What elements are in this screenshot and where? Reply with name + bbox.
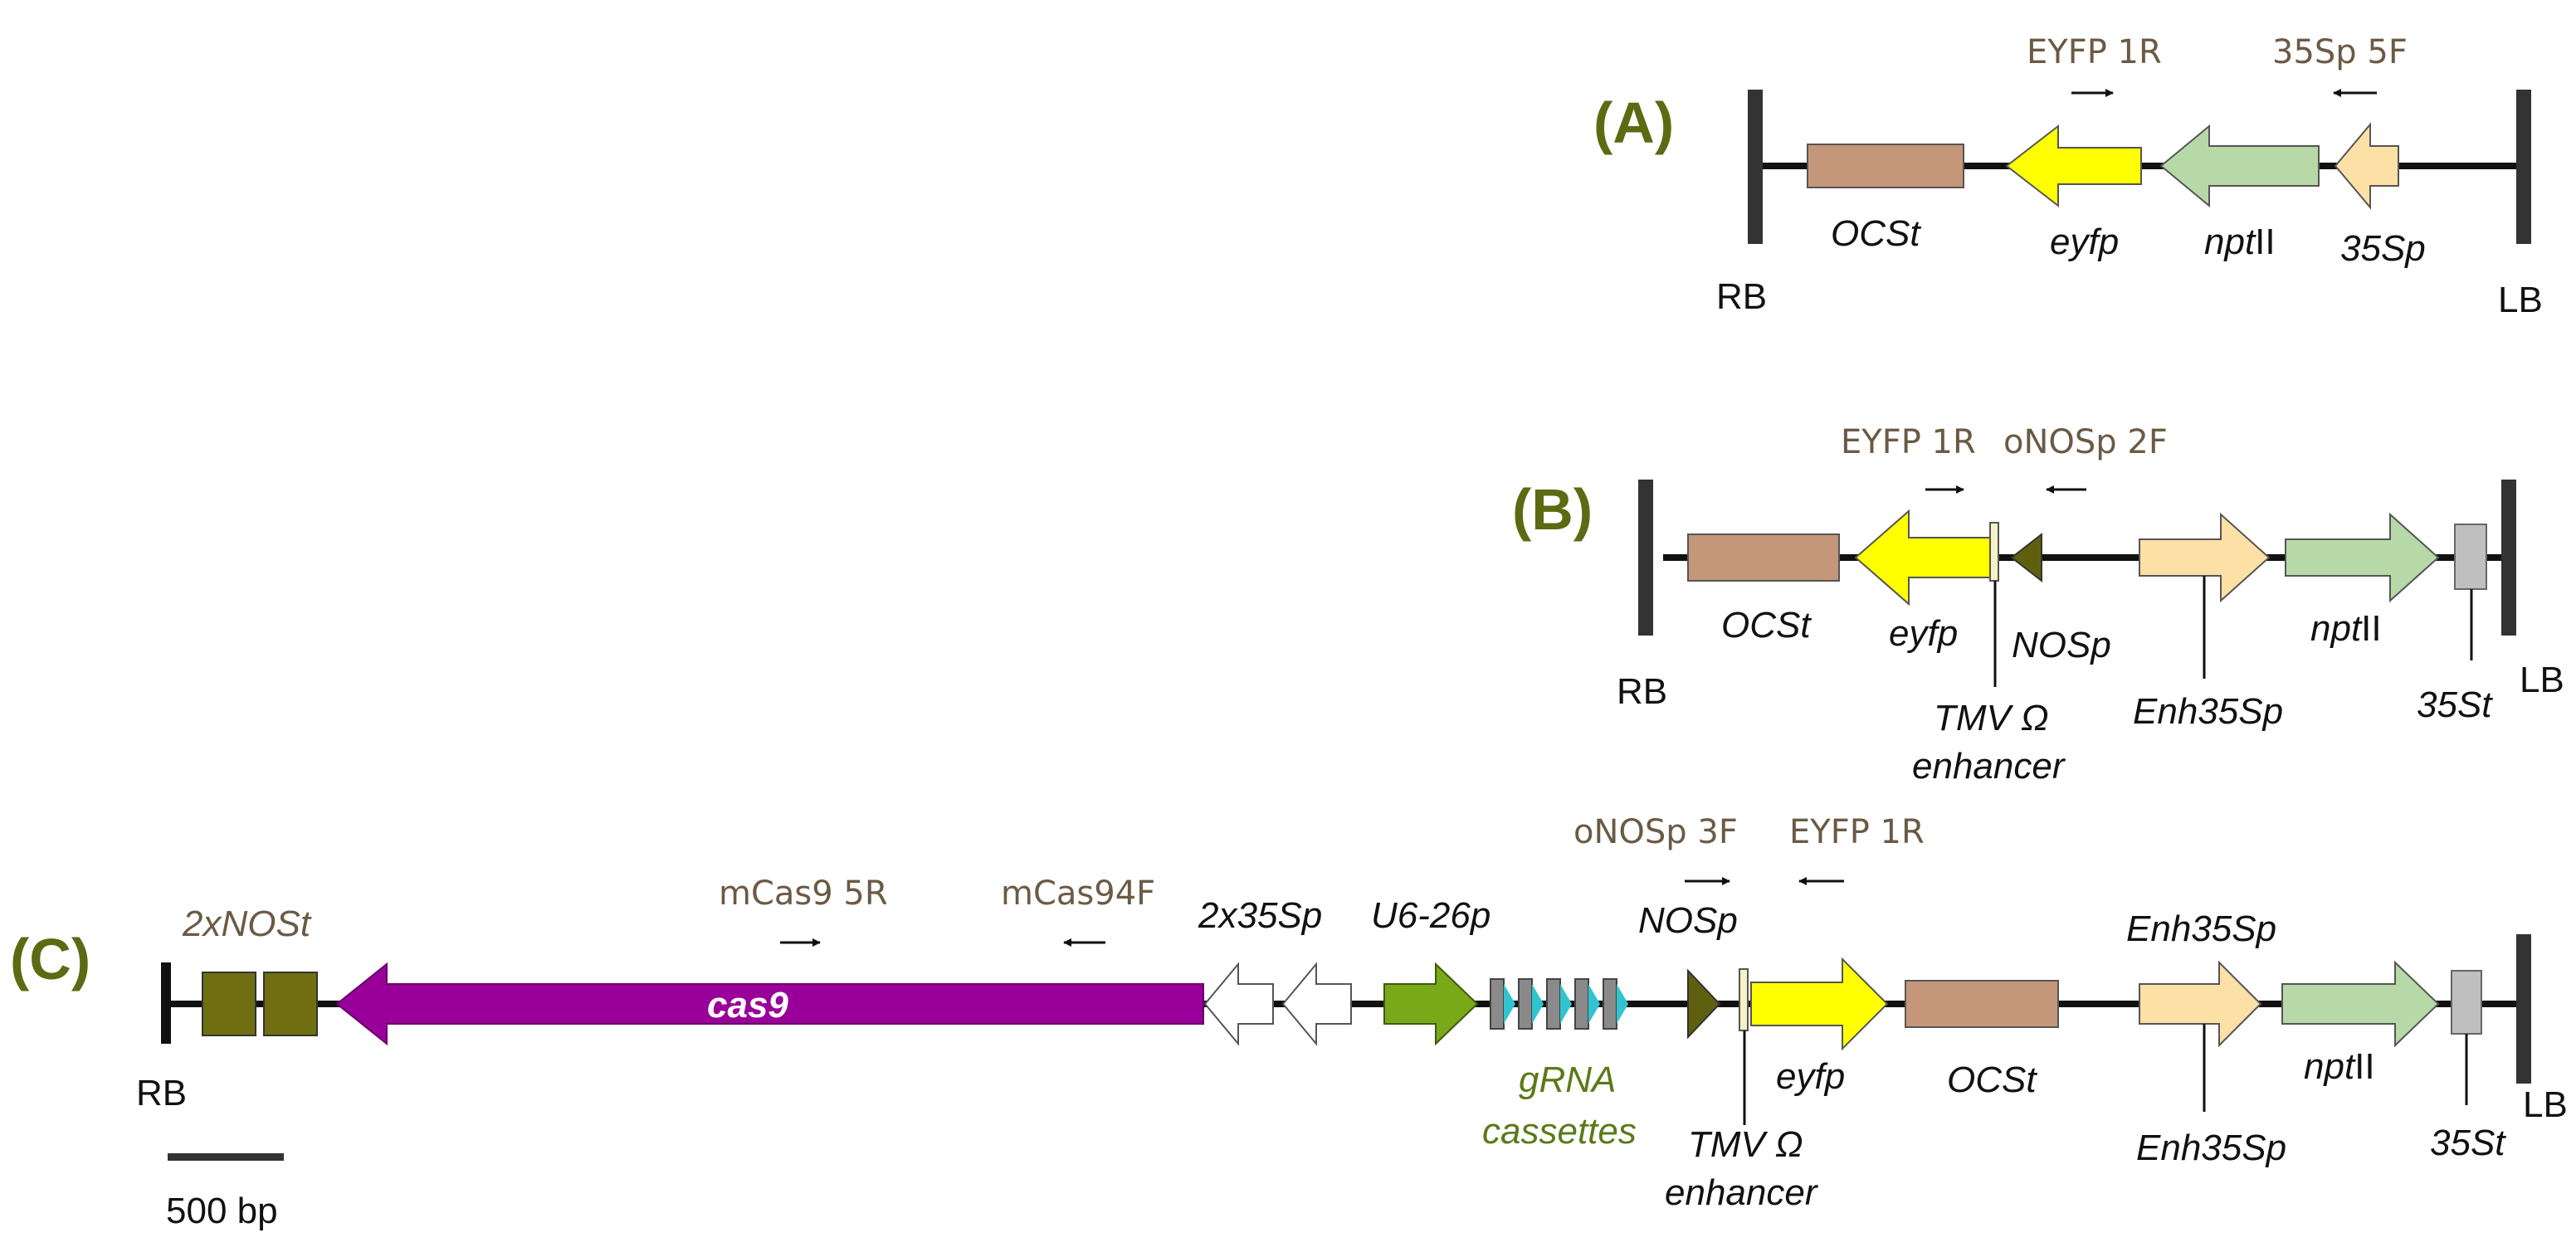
panel-b-tmv-label-2: enhancer [1912,746,2066,787]
panel-c-tmv-label-2: enhancer [1665,1172,1819,1213]
panel-c-2x35sp-arrow-1 [1203,962,1274,1046]
panel-c-2x35sp-arrow-2 [1281,962,1352,1046]
grna-block [1546,978,1561,1030]
panel-b-eyfp-arrow [1854,509,1991,607]
panel-b-label: (B) [1512,477,1593,542]
panel-b-nosp-label: NOSp [2012,625,2111,665]
panel-b-rb-label: RB [1617,671,1667,712]
panel-b-tmv-label-1: TMV Ω [1934,698,2049,738]
panel-a-nptii-label: nptII [2204,222,2276,262]
panel-a-rb-border [1748,90,1763,244]
panel-a-nptii-arrow [2159,124,2320,208]
grna-arrow [1504,984,1515,1024]
panel-b-eyfp-label: eyfp [1889,613,1958,654]
panel-c-enh35sp-bottom-label: Enh35Sp [2136,1128,2286,1168]
panel-a-ocst-box [1807,144,1964,188]
panel-c-grna-cassettes [1490,978,1628,1030]
panel-c-primer-eyfp-1r: EYFP 1R [1789,813,1925,851]
panel-b-35st-label: 35St [2417,684,2493,725]
panel-b-nptii-arrow [2285,512,2440,603]
panel-b: (B) EYFP 1R oNOSp 2F OCSt eyfp NOSp TMV … [1512,423,2564,787]
panel-c-tmv-box [1739,968,1749,1031]
panel-c-label: (C) [10,927,90,991]
panel-c-enh35sp-arrow [2139,960,2262,1048]
panel-c-rb-label: RB [136,1073,187,1113]
panel-c-nptii-arrow [2281,960,2440,1048]
panel-a-35sp-arrow [2334,122,2399,210]
panel-c-eyfp-label: eyfp [1776,1056,1845,1097]
panel-c-ocst-label: OCSt [1947,1060,2037,1100]
scale-bar-label: 500 bp [166,1191,278,1231]
panel-c-grna-label-2: cassettes [1482,1111,1637,1152]
panel-b-ocst-label: OCSt [1721,605,1812,645]
grna-arrow [1617,984,1628,1024]
scale-bar: 500 bp [166,1153,284,1231]
panel-c-primer-mcas94f: mCas94F [1001,874,1155,913]
grna-block [1490,978,1505,1030]
panel-a-primer-35sp-5f: 35Sp 5F [2272,33,2408,71]
panel-b-tmv-box [1989,522,1999,582]
panel-c-primer-mcas9-5r: mCas9 5R [719,874,888,913]
panel-b-lb-border [2501,480,2516,636]
scale-bar-line [168,1153,284,1161]
panel-b-rb-border [1638,480,1653,636]
panel-a-lb-label: LB [2498,280,2543,320]
panel-a-rb-label: RB [1716,276,1767,317]
panel-a-35sp-label: 35Sp [2340,228,2426,269]
panel-c-tmv-label-1: TMV Ω [1688,1124,1803,1165]
panel-c-lb-border [2516,934,2531,1084]
panel-c-nost-label: 2xNOSt [182,904,312,944]
panel-c-nost-box-1 [202,972,256,1036]
grna-block [1518,978,1533,1030]
panel-c-enh35sp-top-label: Enh35Sp [2126,909,2276,949]
panel-c-cas9-label: cas9 [707,985,788,1025]
panel-b-nptii-label: nptII [2310,608,2382,649]
panel-c-ocst-box [1905,980,2059,1028]
panel-c-nptii-label: nptII [2304,1046,2375,1087]
panel-c-nosp-label: NOSp [1638,900,1738,941]
panel-a-eyfp-arrow [2005,124,2142,208]
panel-a: (A) EYFP 1R 35Sp 5F OCSt eyfp nptII 35Sp… [1593,33,2543,320]
panel-c-u6-label: U6-26p [1371,895,1490,936]
panel-c-eyfp-arrow [1750,957,1889,1051]
panel-c-cas9-arrow [335,962,1204,1046]
panel-c: (C) mCas9 5R [10,813,2568,1213]
panel-b-primer-eyfp-1r: EYFP 1R [1841,423,1976,461]
grna-block [1574,978,1589,1030]
panel-b-primer-onosp-2f: oNOSp 2F [2003,423,2168,461]
panel-a-primer-eyfp-1r: EYFP 1R [2027,33,2162,71]
grna-arrow [1588,984,1600,1024]
panel-c-grna-label-1: gRNA [1519,1060,1616,1100]
grna-arrow [1560,984,1572,1024]
panel-a-ocst-label: OCSt [1831,213,1921,254]
panel-c-lb-label: LB [2523,1084,2568,1125]
panel-c-u6-arrow [1383,962,1479,1046]
panel-c-nosp-arrow [1687,968,1721,1040]
panel-b-35st-box [2454,524,2487,590]
panel-b-nosp-arrow [2010,532,2042,583]
panel-b-ocst-box [1687,533,1840,582]
panel-c-rb-border [161,962,171,1044]
grna-block [1603,978,1617,1030]
panel-a-eyfp-label: eyfp [2050,222,2119,262]
panel-c-nost-box-2 [263,972,318,1036]
panel-b-enh35sp-label: Enh35Sp [2133,691,2283,732]
panel-a-lb-border [2516,90,2531,244]
panel-c-35st-label: 35St [2430,1123,2506,1163]
panel-a-label: (A) [1593,90,1674,155]
grna-arrow [1532,984,1544,1024]
panel-c-primer-onosp-3f: oNOSp 3F [1573,813,1738,851]
panel-c-35st-box [2451,970,2482,1035]
panel-b-enh35sp-arrow [2139,512,2271,603]
panel-b-lb-label: LB [2520,660,2564,700]
panel-c-2x35sp-label: 2x35Sp [1198,895,1322,936]
